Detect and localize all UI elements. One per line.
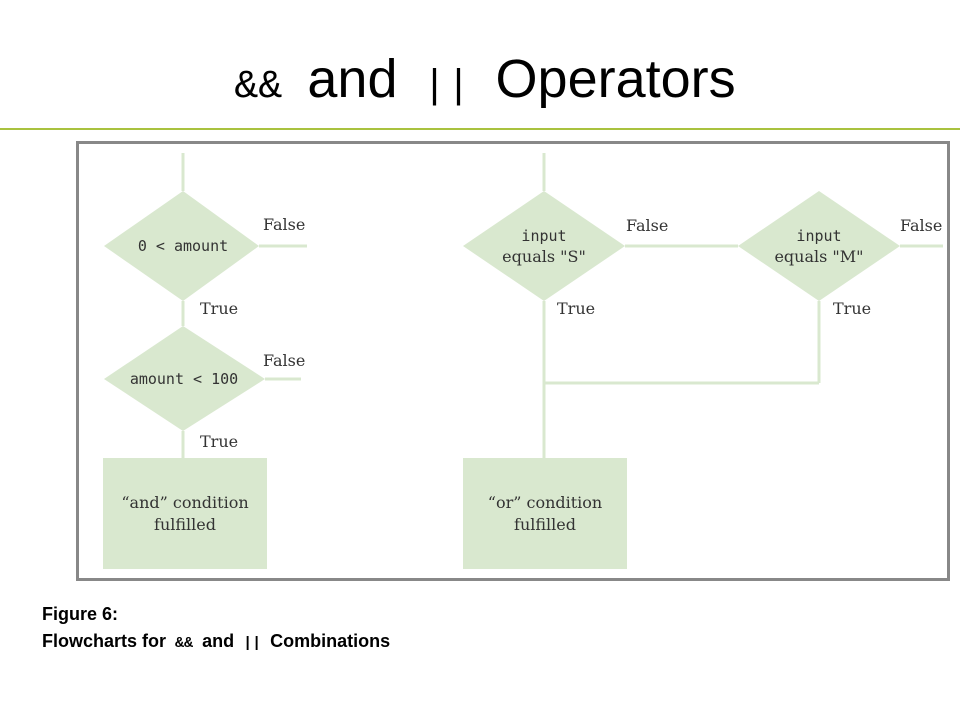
and-decision-2-diamond <box>104 326 265 431</box>
and-decision-2-true-label: True <box>200 432 238 451</box>
or-result-box <box>463 458 627 569</box>
figure-frame: 0 < amount False True amount < 100 False… <box>76 141 950 581</box>
title-or-operator: || <box>422 65 471 110</box>
and-decision-1-true-label: True <box>200 299 238 318</box>
title-operators-word: Operators <box>495 49 736 109</box>
caption-suffix: Combinations <box>270 631 391 651</box>
and-result-line-2: fulfilled <box>154 515 216 534</box>
and-decision-1-diamond <box>104 191 259 301</box>
or-decision-1-true-label: True <box>557 299 595 318</box>
or-decision-1-label-line-2: equals "S" <box>502 247 586 266</box>
caption-prefix: Flowcharts for <box>42 631 167 651</box>
or-decision-2-label-line-2: equals "M" <box>774 247 863 266</box>
caption-and-word: and <box>202 631 235 651</box>
or-decision-2-true-label: True <box>833 299 871 318</box>
or-decision-1-diamond <box>463 191 625 301</box>
or-decision-2-false-label: False <box>900 216 942 235</box>
caption-description: Flowcharts for && and || Combinations <box>42 628 390 657</box>
title-divider <box>0 128 960 130</box>
and-decision-2-false-label: False <box>263 351 305 370</box>
or-decision-1-false-label: False <box>626 216 668 235</box>
and-result-box <box>103 458 267 569</box>
caption-and-operator: && <box>175 635 194 652</box>
and-decision-1-label: 0 < amount <box>138 237 228 255</box>
title-and-word: and <box>307 49 398 109</box>
caption-or-operator: || <box>243 635 262 652</box>
or-decision-2-diamond <box>738 191 900 301</box>
title-and-operator: && <box>234 65 283 110</box>
or-decision-2-label-line-1: input <box>796 227 841 245</box>
and-decision-2-label: amount < 100 <box>130 370 238 388</box>
and-result-line-1: “and” condition <box>121 493 248 512</box>
or-result-line-1: “or” condition <box>488 493 602 512</box>
slide-title: && and || Operators <box>0 52 960 108</box>
figure-caption: Figure 6: Flowcharts for && and || Combi… <box>42 601 390 657</box>
caption-figure-number: Figure 6: <box>42 604 119 624</box>
or-result-line-2: fulfilled <box>514 515 576 534</box>
and-decision-1-false-label: False <box>263 215 305 234</box>
or-decision-1-label-line-1: input <box>521 227 566 245</box>
flowcharts-diagram: 0 < amount False True amount < 100 False… <box>103 153 943 569</box>
